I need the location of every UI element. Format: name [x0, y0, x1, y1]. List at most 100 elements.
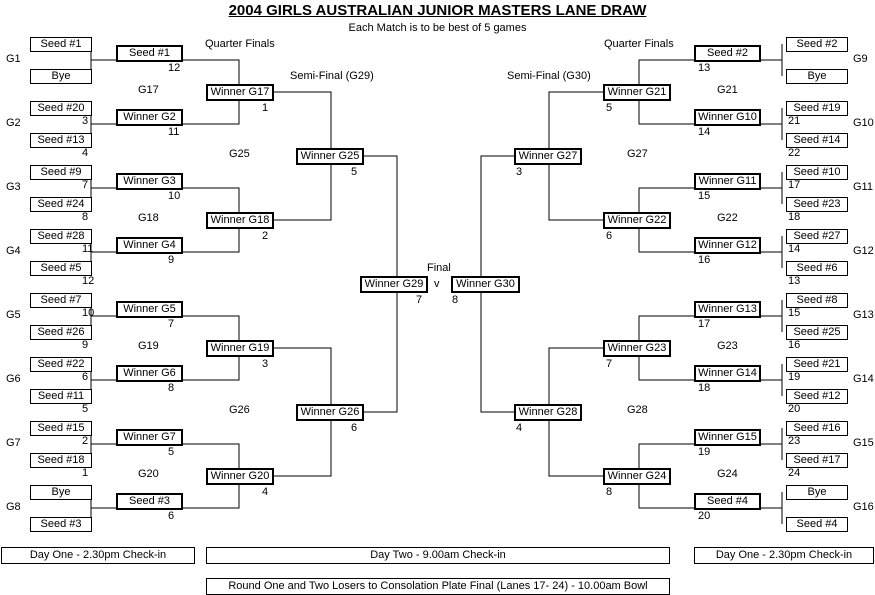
- entrant-box[interactable]: Seed #24: [30, 197, 92, 212]
- round-two-box[interactable]: Winner G2: [116, 109, 183, 126]
- round-three-box[interactable]: Winner G21: [603, 84, 671, 101]
- round-two-box[interactable]: Winner G5: [116, 301, 183, 318]
- final-label: Final: [427, 262, 451, 274]
- entrant-box[interactable]: Seed #5: [30, 261, 92, 276]
- connector: [759, 492, 783, 524]
- round-three-box[interactable]: Winner G18: [206, 212, 274, 229]
- entrant-box[interactable]: Seed #25: [786, 325, 848, 340]
- entrant-box[interactable]: Seed #14: [786, 133, 848, 148]
- entrant-box[interactable]: Seed #7: [30, 293, 92, 308]
- entrant-box[interactable]: Seed #2: [786, 37, 848, 52]
- entrant-box[interactable]: Seed #21: [786, 357, 848, 372]
- entrant-box[interactable]: Seed #10: [786, 165, 848, 180]
- entrant-box[interactable]: Seed #11: [30, 389, 92, 404]
- entrant-box[interactable]: Seed #19: [786, 101, 848, 116]
- round-three-box[interactable]: Winner G19: [206, 340, 274, 357]
- lane-number: 3: [82, 115, 89, 127]
- lane-number: 10: [168, 190, 181, 202]
- game-label: G15: [853, 437, 874, 449]
- entrant-box[interactable]: Seed #3: [30, 517, 92, 532]
- lane-number: 2: [82, 435, 89, 447]
- lane-number: 7: [168, 318, 175, 330]
- round-two-box[interactable]: Winner G7: [116, 429, 183, 446]
- game-label: G5: [6, 309, 21, 321]
- round-two-box[interactable]: Winner G15: [694, 429, 761, 446]
- game-label: G13: [853, 309, 874, 321]
- lane-number: 8: [82, 211, 89, 223]
- game-label: G18: [138, 212, 159, 224]
- entrant-box[interactable]: Seed #6: [786, 261, 848, 276]
- entrant-box[interactable]: Seed #28: [30, 229, 92, 244]
- semi-final-box[interactable]: Winner G28: [514, 404, 582, 421]
- entrant-box[interactable]: Seed #26: [30, 325, 92, 340]
- final-right-box[interactable]: Winner G30: [451, 276, 520, 293]
- entrant-box[interactable]: Seed #12: [786, 389, 848, 404]
- round-two-box[interactable]: Winner G4: [116, 237, 183, 254]
- entrant-box[interactable]: Seed #16: [786, 421, 848, 436]
- round-three-box[interactable]: Winner G17: [206, 84, 274, 101]
- entrant-box[interactable]: Seed #17: [786, 453, 848, 468]
- round-two-box[interactable]: Winner G13: [694, 301, 761, 318]
- game-label: G22: [717, 212, 738, 224]
- round-two-box[interactable]: Seed #4: [694, 493, 761, 510]
- entrant-box[interactable]: Seed #22: [30, 357, 92, 372]
- lane-number: 21: [788, 115, 801, 127]
- round-two-box[interactable]: Winner G14: [694, 365, 761, 382]
- round-three-box[interactable]: Winner G23: [603, 340, 671, 357]
- lane-number: 14: [698, 126, 711, 138]
- connector: [90, 108, 116, 140]
- entrant-box[interactable]: Bye: [30, 485, 92, 500]
- round-two-box[interactable]: Winner G12: [694, 237, 761, 254]
- quarter-finals-label-left: Quarter Finals: [205, 38, 275, 50]
- game-label: G11: [853, 181, 873, 193]
- round-two-box[interactable]: Seed #3: [116, 493, 183, 510]
- consolation-panel: Round One and Two Losers to Consolation …: [206, 578, 670, 595]
- round-two-box[interactable]: Winner G6: [116, 365, 183, 382]
- lane-number: 3: [516, 166, 523, 178]
- entrant-box[interactable]: Seed #4: [786, 517, 848, 532]
- lane-number: 9: [168, 254, 175, 266]
- entrant-box[interactable]: Seed #8: [786, 293, 848, 308]
- round-three-box[interactable]: Winner G20: [206, 468, 274, 485]
- round-two-box[interactable]: Winner G11: [694, 173, 761, 190]
- round-two-box[interactable]: Seed #2: [694, 45, 761, 62]
- round-three-box[interactable]: Winner G22: [603, 212, 671, 229]
- lane-number: 5: [168, 446, 175, 458]
- entrant-box[interactable]: Bye: [30, 69, 92, 84]
- connector: [90, 172, 116, 204]
- game-label: G10: [853, 117, 874, 129]
- entrant-box[interactable]: Seed #18: [30, 453, 92, 468]
- lane-number: 4: [262, 486, 269, 498]
- entrant-box[interactable]: Seed #27: [786, 229, 848, 244]
- semi-final-box[interactable]: Winner G27: [514, 148, 582, 165]
- game-label: G25: [229, 148, 250, 160]
- entrant-box[interactable]: Seed #20: [30, 101, 92, 116]
- game-label: G21: [717, 84, 738, 96]
- round-two-box[interactable]: Winner G3: [116, 173, 183, 190]
- entrant-box[interactable]: Seed #23: [786, 197, 848, 212]
- connector: [759, 364, 783, 396]
- lane-number: 8: [168, 382, 175, 394]
- entrant-box[interactable]: Seed #13: [30, 133, 92, 148]
- round-two-box[interactable]: Winner G10: [694, 109, 761, 126]
- lane-number: 7: [82, 179, 89, 191]
- round-two-box[interactable]: Seed #1: [116, 45, 183, 62]
- connector: [90, 364, 116, 396]
- game-label: G20: [138, 468, 159, 480]
- game-label: G7: [6, 437, 21, 449]
- game-label: G4: [6, 245, 21, 257]
- lane-number: 6: [168, 510, 175, 522]
- round-three-box[interactable]: Winner G24: [603, 468, 671, 485]
- semi-final-box[interactable]: Winner G25: [296, 148, 364, 165]
- entrant-box[interactable]: Seed #9: [30, 165, 92, 180]
- versus-label: v: [434, 278, 440, 290]
- connector: [90, 236, 116, 268]
- entrant-box[interactable]: Bye: [786, 69, 848, 84]
- semi-final-box[interactable]: Winner G26: [296, 404, 364, 421]
- entrant-box[interactable]: Bye: [786, 485, 848, 500]
- entrant-box[interactable]: Seed #15: [30, 421, 92, 436]
- game-label: G27: [627, 148, 648, 160]
- lane-number: 17: [698, 318, 711, 330]
- entrant-box[interactable]: Seed #1: [30, 37, 92, 52]
- final-left-box[interactable]: Winner G29: [360, 276, 428, 293]
